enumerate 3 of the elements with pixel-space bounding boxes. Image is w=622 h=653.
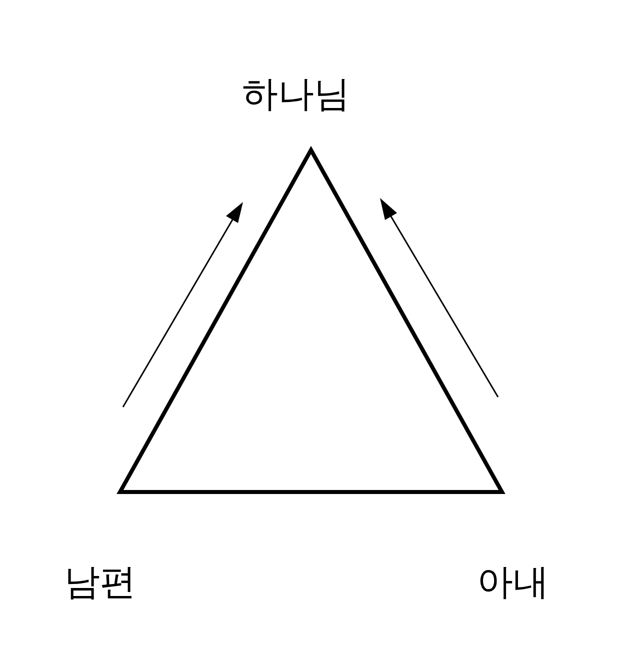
vertex-label: 남편 bbox=[64, 563, 136, 603]
vertex-label: 아내 bbox=[477, 563, 549, 603]
vertex-label: 하나님 bbox=[242, 75, 350, 115]
